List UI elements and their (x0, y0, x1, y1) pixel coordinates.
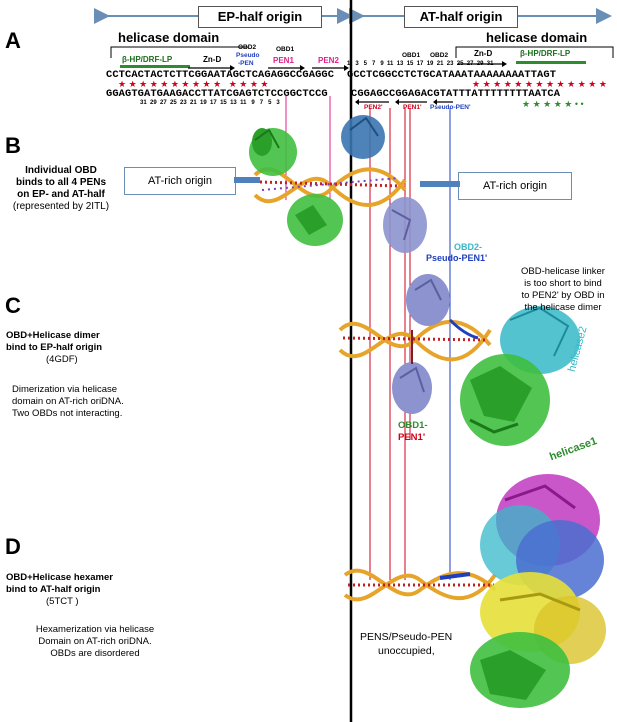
at-half-title: AT-half origin (404, 6, 518, 28)
linker-note-line1: OBD-helicase linker (521, 266, 605, 277)
panel-d-caption-line4: Hexamerization via helicase (35, 624, 155, 635)
panel-c-caption-line1: OBD+Helicase dimer (6, 330, 100, 341)
left-helicase-domain-title: helicase domain (118, 30, 220, 45)
pen1-label: PEN1 (273, 56, 294, 65)
pens-note-line2: unoccupied, (378, 645, 435, 657)
right-bhp-label: β-HP/DRF-LP (520, 49, 571, 58)
pen2-prime-label: PEN2' (364, 104, 383, 111)
left-znd-arrow (188, 65, 235, 71)
panel-c-caption-body: Dimerization via helicase domain on AT-r… (12, 384, 182, 420)
helicase1-structure (460, 354, 550, 446)
lavender-obd-c-bottom (392, 362, 432, 414)
right-znd-label: Zn-D (474, 49, 493, 58)
linker-note: OBD-helicase linker is too short to bind… (510, 266, 616, 314)
bottom-sequence-left: GGAGTGATGAAGACCTTATCGAGTCTCCGGCTCCG (106, 88, 328, 100)
lavender-obd-c-top (406, 274, 450, 326)
panel-letter-d: D (5, 534, 21, 559)
bottom-sequence-right: CGGAGCCGGAGACGTATTTATTTTTTTTAATCA (351, 88, 561, 100)
panel-d-caption-line1: OBD+Helicase hexamer (6, 572, 113, 583)
left-bhp-label: β-HP/DRF-LP (122, 55, 173, 64)
panel-d-caption-line2: bind to AT-half origin (6, 584, 101, 595)
red-stars-left: ★ ★ ★ ★ ★ ★ ★ ★ ★ ★ ★ ★ ★ ★ (118, 79, 269, 89)
right-znd-arrow (458, 61, 507, 67)
red-stars-right: ★ ★ ★ ★ ★ ★ ★ ★ ★ ★ ★ ★ ★ (472, 79, 607, 89)
green-stars: ★ ★ ★ ★ ★ • • (522, 99, 584, 109)
panel-c-caption-line5: domain on AT-rich oriDNA. (12, 396, 124, 407)
linker-note-line4: the helicase dimer (524, 302, 602, 313)
panel-c-caption-line4: Dimerization via helicase (12, 384, 118, 395)
obd1-label-right: OBD1 (402, 52, 421, 59)
green-obd-top (249, 128, 297, 176)
left-bhp-bar (120, 65, 190, 68)
dna-helix-c (338, 319, 492, 362)
top-sequence-right: GCCTCGGCCTCTGCATAAATAAAAAAAATTAGT (347, 69, 557, 81)
blue-linker (448, 318, 479, 340)
obd2-pseudo-pen-label-3: -PEN (238, 60, 254, 67)
panel-c-caption-line3: (4GDF) (46, 354, 78, 365)
panel-b-caption-line2: binds to all 4 PENs (15, 177, 107, 188)
panel-d-caption-bold: OBD+Helicase hexamer bind to AT-half ori… (6, 572, 156, 608)
panel-letter-a: A (5, 28, 21, 53)
obd1-pen1-label: OBD1- PEN1' (398, 420, 428, 444)
panel-b-caption: Individual OBD binds to all 4 PENs on EP… (0, 165, 122, 213)
right-domain-bracket (455, 46, 614, 58)
panel-b-caption-line1: Individual OBD (25, 165, 97, 176)
pen1-prime-label: PEN1' (403, 104, 422, 111)
panel-d-caption-line6: OBDs are disordered (50, 648, 140, 659)
linker-note-line3: to PEN2' by OBD in (521, 290, 605, 301)
pen-arrows (268, 65, 349, 71)
panel-c-caption-line2: bind to EP-half origin (6, 342, 103, 353)
pseudo-pen-prime-label: Pseudo-PEN' (430, 104, 471, 111)
panel-b-caption-line4: (represented by 2ITL) (12, 201, 110, 212)
obd1-label-left: OBD1 (276, 46, 295, 53)
helicase-hexamer (470, 474, 606, 708)
panel-c-caption-bold: OBD+Helicase dimer bind to EP-half origi… (6, 330, 156, 366)
obd2-label-line1: OBD2- (454, 242, 483, 252)
top-position-numbers: 1 3 5 7 9 11 13 15 17 19 21 23 25 27 29 … (347, 61, 494, 67)
prime-pen-arrows (355, 99, 453, 105)
panel-letter-b: B (5, 133, 21, 158)
panel-d-caption-line5: Domain on AT-rich oriDNA. (38, 636, 152, 647)
pen2-label: PEN2 (318, 56, 339, 65)
panel-b-caption-line3: on EP- and AT-half (17, 189, 105, 200)
left-znd-label: Zn-D (203, 55, 222, 64)
lavender-obd-b (383, 197, 427, 253)
panel-c-caption-line6: Two OBDs not interacting. (12, 408, 123, 419)
right-bhp-bar (516, 61, 586, 64)
pens-unoccupied-note: PENS/Pseudo-PEN unoccupied, (360, 630, 452, 658)
linker-note-line2: is too short to bind (524, 278, 602, 289)
obd1-label-line1: OBD1- (398, 420, 428, 431)
obd2-pseudo-pen-label-1: OBD2 (238, 44, 257, 51)
blue-obd-top (341, 115, 385, 159)
top-sequence-left: CCTCACTACTCTTCGGAATAGCTCAGAGGCCGAGGC (106, 69, 335, 81)
panel-d-caption-line3: (5TCT ) (46, 596, 79, 607)
obd2-pseudo-pen1-label: OBD2- Pseudo-PEN1' (426, 242, 487, 264)
obd2-label-right: OBD2 (430, 52, 449, 59)
ep-half-title: EP-half origin (198, 6, 322, 28)
panel-d-caption-body: Hexamerization via helicase Domain on AT… (10, 624, 180, 660)
obd1-label-line2: PEN1' (398, 432, 426, 443)
panel-letter-c: C (5, 293, 21, 318)
left-at-rich-box: AT-rich origin (124, 167, 236, 195)
pens-note-line1: PENS/Pseudo-PEN (360, 631, 453, 643)
bottom-position-numbers: 31 29 27 25 23 21 19 17 15 13 11 9 7 5 3 (140, 100, 280, 106)
left-domain-bracket (110, 46, 248, 58)
obd2-pseudo-pen-label-2: Pseudo (236, 52, 260, 59)
green-obd-bottom (287, 194, 343, 246)
right-helicase-domain-title: helicase domain (486, 30, 588, 45)
obd2-label-line2: Pseudo-PEN1' (426, 253, 488, 263)
dna-helix-d (343, 568, 497, 602)
